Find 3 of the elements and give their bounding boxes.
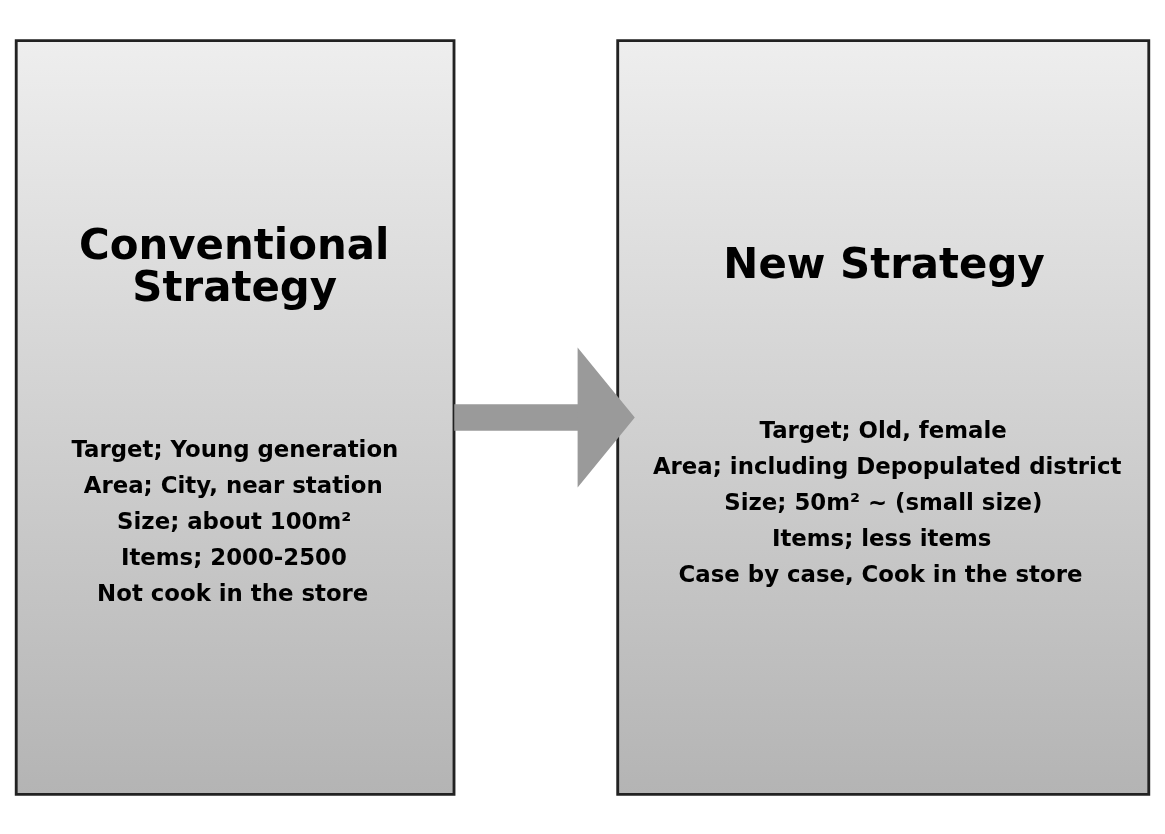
node-box: Conventional Strategy Target; Young generation Area; City, near station Size; about 100m² Items; 2000-2500 Not cook in the store xyxy=(14,38,456,796)
arrow xyxy=(454,346,635,488)
node-box: New Strategy Target; Old, female Area; including Depopulated district Size; 50m² ~ (small size) Items; less items Case by case, Cook in the store xyxy=(616,38,1151,796)
